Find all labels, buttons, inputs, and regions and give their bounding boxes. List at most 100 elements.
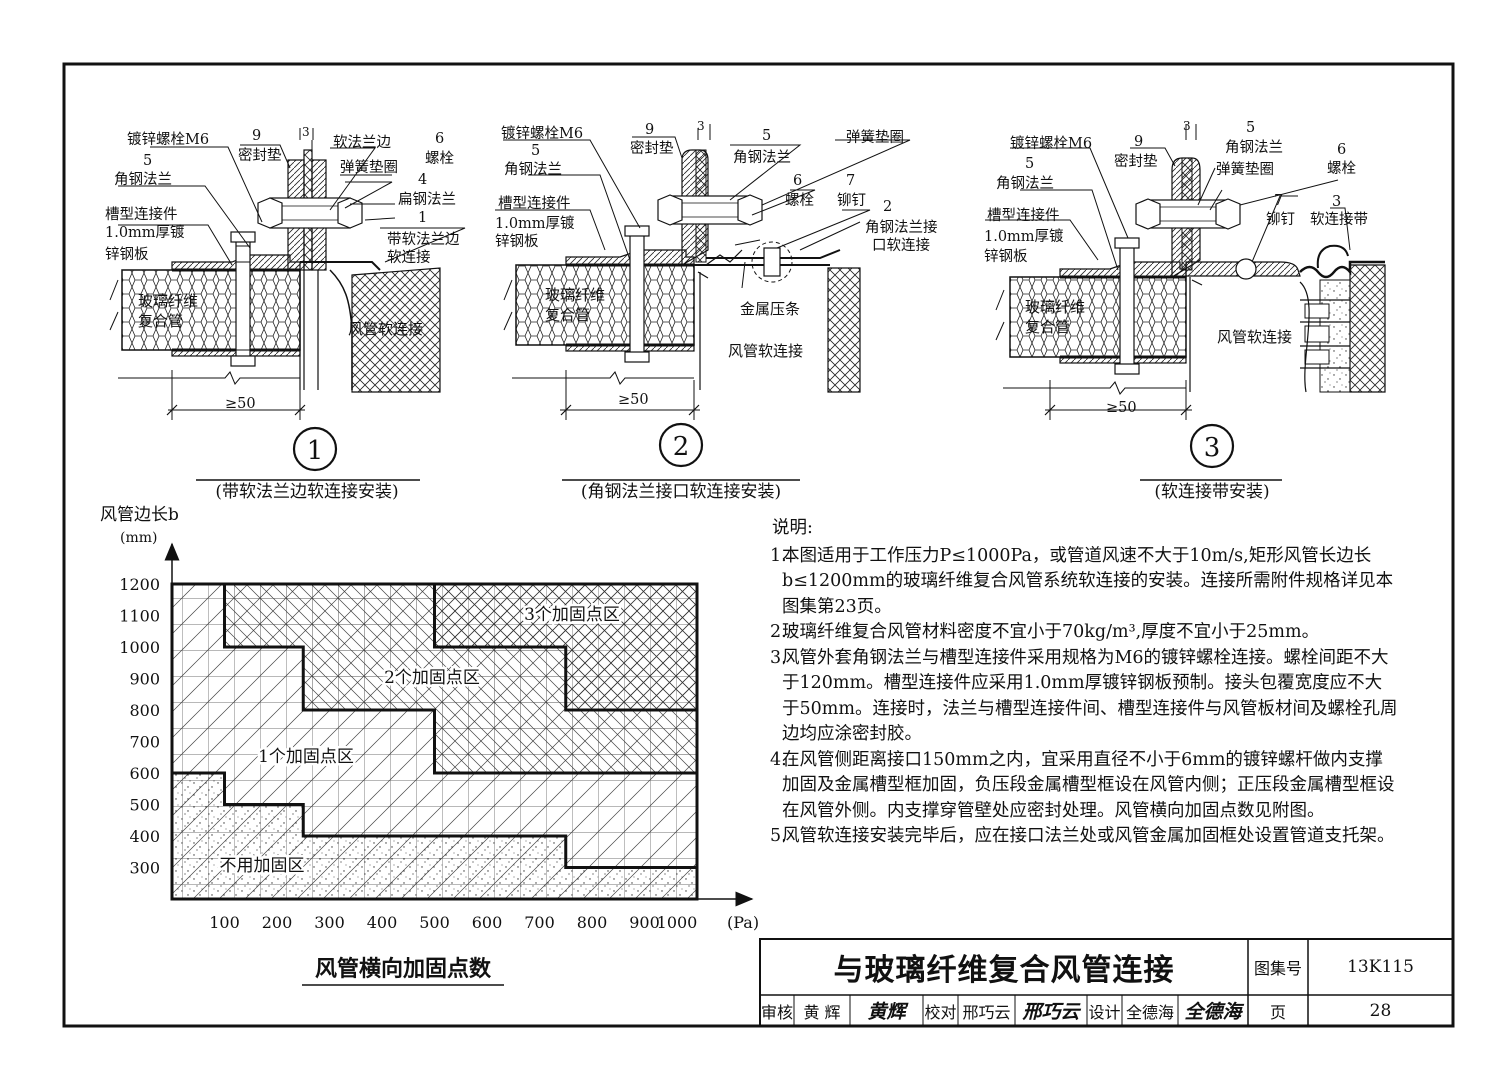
x-tick-label: 1000 <box>657 913 698 932</box>
label-num: 6 <box>435 131 444 147</box>
detail-3-caption: (软连接带安装) <box>1154 482 1269 502</box>
zone-boundaries <box>172 584 697 869</box>
y-tick-label: 900 <box>129 670 160 689</box>
label-gasket: 密封垫 <box>238 147 282 164</box>
y-tick-label: 1200 <box>119 575 160 594</box>
note-text: 本图适用于工作压力P≤1000Pa，或管道风速不大于10m/s,矩形风管长边长b… <box>782 545 1394 617</box>
note-text: 在风管侧距离接口150mm之内，宜采用直径不小于6mm的镀锌螺杆做内支撑加固及金… <box>782 749 1395 821</box>
x-tick-label: 800 <box>577 913 608 932</box>
label-angle-flange: 角钢法兰 <box>114 171 172 188</box>
label-galv-bolt: 镀锌螺栓M6 <box>501 125 583 142</box>
label-num: 9 <box>1134 134 1143 150</box>
x-tick-label: 300 <box>314 913 345 932</box>
detail-2-section <box>495 124 911 481</box>
label-num: 2 <box>883 199 892 215</box>
zone-two-points <box>224 584 697 773</box>
label-galv-bolt: 镀锌螺栓M6 <box>127 131 209 148</box>
label-num: 5 <box>143 153 152 169</box>
chart-title: 风管横向加固点数 <box>315 956 492 982</box>
check-label: 校对 <box>924 1002 957 1022</box>
x-tick-label: 200 <box>262 913 293 932</box>
note-number: 4. <box>770 749 787 770</box>
detail-1-labels: 镀锌螺栓M6 5 角钢法兰 槽型连接件 1.0mm厚镀 锌钢板 9 密封垫 3 … <box>105 125 460 502</box>
label-bolt: 螺栓 <box>425 150 454 167</box>
label-angle-flange: 角钢法兰 <box>996 175 1054 192</box>
label-num: 9 <box>252 128 261 144</box>
note-text: 玻璃纤维复合风管材料密度不宜小于70kg/m³,厚度不宜小于25mm。 <box>782 622 1320 642</box>
label-galv-bolt: 镀锌螺栓M6 <box>1010 135 1092 152</box>
notes-section: 说明: 1.本图适用于工作压力P≤1000Pa，或管道风速不大于10m/s,矩形… <box>770 516 1398 850</box>
label-channel: 槽型连接件 <box>498 195 571 212</box>
label-num: 5 <box>531 143 540 159</box>
label-channel: 槽型连接件 <box>987 207 1060 224</box>
label-gasket: 密封垫 <box>630 140 674 157</box>
detail-1-caption: (带软法兰边软连接安装) <box>215 482 398 502</box>
note-text: 风管外套角钢法兰与槽型连接件采用规格为M6的镀锌螺栓连接。螺栓间距不大于120m… <box>782 647 1398 745</box>
notes-heading: 说明: <box>772 518 813 538</box>
label-dim: ≥50 <box>225 396 256 412</box>
label-num: 5 <box>1025 156 1034 172</box>
label-galv-sheet: 1.0mm厚镀 <box>105 224 185 241</box>
label-flex: 风管软连接 <box>1217 328 1292 346</box>
y-tick-label: 1100 <box>119 607 160 626</box>
note-text: 风管软连接安装完毕后，应在接口法兰处或风管金属加固框处设置管道支托架。 <box>782 826 1395 846</box>
detail-2-number: 2 <box>673 432 690 462</box>
label-dim: ≥50 <box>1106 400 1137 416</box>
note-number: 3. <box>770 647 787 668</box>
y-tick-label: 800 <box>129 701 160 720</box>
label-angle-flange-b: 角钢法兰 <box>1225 139 1283 156</box>
zone-label-none: 不用加固区 <box>220 856 305 876</box>
note-number: 2. <box>770 622 787 642</box>
label-spring-washer: 弹簧垫圈 <box>1216 161 1274 178</box>
label-duct-2: 复合管 <box>545 306 590 324</box>
label-rivet: 铆钉 <box>837 192 866 209</box>
zone-label-two: 2个加固点区 <box>384 668 480 688</box>
label-rivet: 铆钉 <box>1266 211 1295 228</box>
label-num: 5 <box>762 128 771 144</box>
note-item: 3.风管外套角钢法兰与槽型连接件采用规格为M6的镀锌螺栓连接。螺栓间距不大于12… <box>770 646 1398 748</box>
y-tick-label: 500 <box>129 796 160 815</box>
note-item: 5.风管软连接安装完毕后，应在接口法兰处或风管金属加固框处设置管道支托架。 <box>770 824 1398 850</box>
title-block-frame <box>759 938 1454 1027</box>
label-spring-washer: 弹簧垫圈 <box>846 129 904 146</box>
page-label: 页 <box>1269 1002 1286 1022</box>
detail-1-number: 1 <box>307 436 324 466</box>
reviewer-name: 黄 辉 <box>803 1002 841 1022</box>
label-num: 3 <box>1183 119 1191 133</box>
label-angle-joint-2: 口软连接 <box>872 237 930 254</box>
label-metal-strip: 金属压条 <box>740 300 800 318</box>
label-num: 6 <box>1337 142 1346 158</box>
zone-boundary-line <box>223 584 697 775</box>
label-galv-sheet: 1.0mm厚镀 <box>984 228 1064 245</box>
label-num: 5 <box>1246 120 1255 136</box>
label-duct: 玻璃纤维 <box>138 292 198 310</box>
note-item: 1.本图适用于工作压力P≤1000Pa，或管道风速不大于10m/s,矩形风管长边… <box>770 544 1398 621</box>
label-num: 1 <box>418 210 427 226</box>
label-gasket: 密封垫 <box>1114 153 1158 170</box>
note-number: 5. <box>770 826 787 846</box>
y-tick-label: 700 <box>129 733 160 752</box>
label-galv-sheet-2: 锌钢板 <box>105 245 149 263</box>
title-block: 与玻璃纤维复合风管连接 图集号 13K115 审核 黄 辉 黄辉 校对 邢巧云 … <box>760 939 1453 1026</box>
x-tick-label: 100 <box>209 913 240 932</box>
label-dim: ≥50 <box>618 392 649 408</box>
label-duct-2: 复合管 <box>1025 318 1070 336</box>
sheet-border <box>62 62 1455 1028</box>
checker-signature: 邢巧云 <box>1022 1001 1080 1023</box>
label-angle-flange-b: 角钢法兰 <box>733 149 791 166</box>
label-soft-edge: 带软法兰边 <box>387 231 460 248</box>
label-galv-sheet-2: 锌钢板 <box>495 232 539 250</box>
note-item: 4.在风管侧距离接口150mm之内，宜采用直径不小于6mm的镀锌螺杆做内支撑加固… <box>770 748 1398 825</box>
design-label: 设计 <box>1088 1002 1121 1022</box>
label-duct-2: 复合管 <box>138 312 183 330</box>
review-label: 审核 <box>760 1002 793 1022</box>
designer-signature: 全德海 <box>1184 1001 1242 1023</box>
label-soft-conn: 软连接 <box>387 249 431 266</box>
y-tick-label: 1000 <box>119 638 160 657</box>
label-spring-washer: 弹簧垫圈 <box>340 159 398 176</box>
detail-1-section <box>109 128 466 481</box>
